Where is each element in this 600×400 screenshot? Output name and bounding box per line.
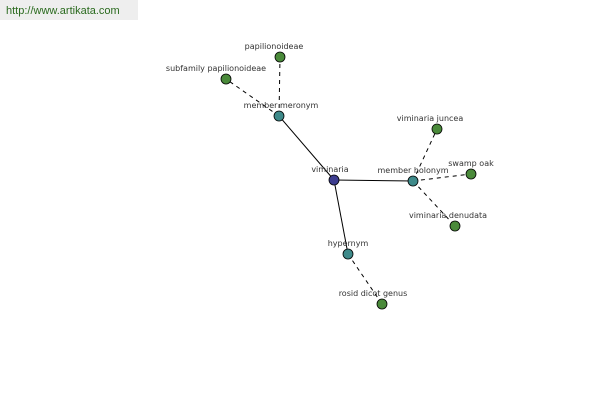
node-papilionoideae[interactable] xyxy=(274,51,286,63)
node-viminaria[interactable] xyxy=(328,174,340,186)
graph-nodes xyxy=(220,51,477,310)
label-member-holonym: member holonym xyxy=(377,166,448,175)
site-watermark: http://www.artikata.com xyxy=(0,0,138,20)
node-member-meronym[interactable] xyxy=(273,110,285,122)
graph-labels: viminaria member meronym member holonym hyp… xyxy=(166,42,494,298)
edge-viminaria-to-hypernym xyxy=(333,179,349,255)
edge-viminaria-to-member-meronym xyxy=(278,115,335,181)
node-member-holonym[interactable] xyxy=(407,175,419,187)
label-swamp-oak: swamp oak xyxy=(448,159,494,168)
label-member-meronym: member meronym xyxy=(244,101,319,110)
edge-member-holonym-to-viminaria-juncea xyxy=(412,128,438,182)
edge-hypernym-to-rosid-dicot-genus xyxy=(347,253,383,305)
node-hypernym[interactable] xyxy=(342,248,354,260)
label-rosid-dicot-genus: rosid dicot genus xyxy=(339,289,408,298)
label-papilionoideae: papilionoideae xyxy=(245,42,304,51)
edge-member-holonym-to-swamp-oak xyxy=(412,173,472,182)
label-viminaria: viminaria xyxy=(311,165,348,174)
node-swamp-oak[interactable] xyxy=(465,168,477,180)
label-viminaria-denudata: viminaria denudata xyxy=(409,211,487,220)
edge-member-meronym-to-subfamily-papilionoideae xyxy=(225,78,280,117)
label-viminaria-juncea: viminaria juncea xyxy=(397,114,464,123)
node-viminaria-denudata[interactable] xyxy=(449,220,461,232)
node-subfamily-papilionoideae[interactable] xyxy=(220,73,232,85)
node-rosid-dicot-genus[interactable] xyxy=(376,298,388,310)
label-subfamily-papilionoideae: subfamily papilionoideae xyxy=(166,64,266,73)
edge-member-meronym-to-papilionoideae xyxy=(278,56,281,117)
graph-edges xyxy=(225,56,472,305)
node-viminaria-juncea[interactable] xyxy=(431,123,443,135)
label-hypernym: hypernym xyxy=(328,239,369,248)
edge-viminaria-to-member-holonym xyxy=(333,179,414,182)
edge-member-holonym-to-viminaria-denudata xyxy=(412,180,456,227)
